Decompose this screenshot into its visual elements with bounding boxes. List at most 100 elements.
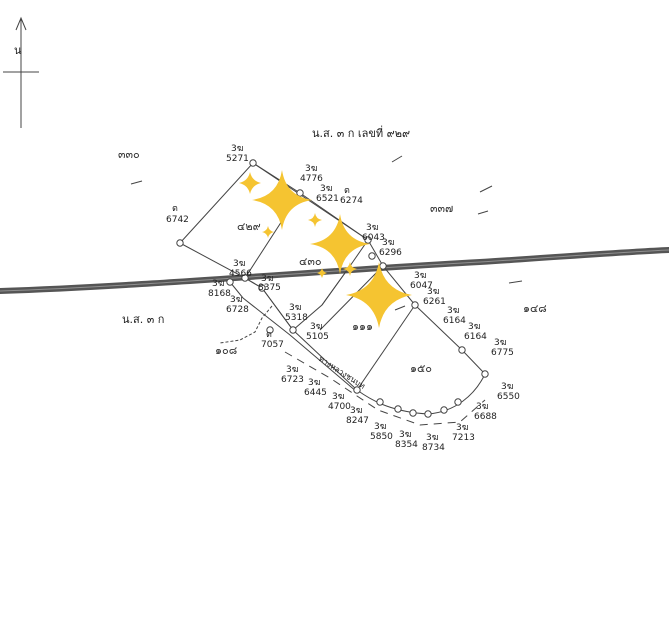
pin [411,301,419,309]
marker-code: 6728 [226,305,249,315]
pin [394,405,402,413]
sparkle-decorations [239,170,412,328]
parcel-330: ๓๓๐ [118,148,140,161]
marker-prefix: 3ฆ [501,382,513,392]
parcel-430: ๔๓๐ [299,255,322,268]
marker-code: 6296 [379,248,402,258]
pin [296,189,304,197]
marker-code: 8734 [422,443,445,453]
marker-prefix: 3ฆ [427,287,439,297]
marker-prefix: 3ฆ [350,406,362,416]
sparkle-icon [252,170,312,230]
marker-code: 6164 [443,316,466,326]
parcel-429: ๔๒๙ [237,220,261,233]
sparkle-icon [308,213,322,227]
marker-code: 5850 [370,432,393,442]
marker-prefix: 3ฆ [476,402,488,412]
marker-prefix: 3ฆ [447,306,459,316]
marker-code: 6047 [410,281,433,291]
marker-code: 8375 [258,283,281,293]
pin [458,346,466,354]
marker-code: 7213 [452,433,475,443]
marker-prefix: 3ฆ [286,365,298,375]
marker-prefix: 3ฆ [468,322,480,332]
marker-prefix: 3ฆ [289,303,301,313]
marker-prefix: 3ฆ [374,422,386,432]
marker-prefix: 3ฆ [212,279,224,289]
marker-code: 6775 [491,348,514,358]
pin [266,326,274,334]
marker-code: 8247 [346,416,369,426]
parcel-150: ๑๕๐ [410,362,432,375]
marker-code: 6723 [281,375,304,385]
marker-code: 6742 [166,215,189,225]
parcel-108: ๑๐๘ [215,344,237,357]
pin [376,398,384,406]
marker-prefix: 3ฆ [456,423,468,433]
marker-prefix: 3ฆ [261,274,273,284]
pin [289,326,297,334]
marker-code: 8168 [208,289,231,299]
pin [249,159,257,167]
marker-prefix: 3ฆ [230,295,242,305]
pin [424,410,432,418]
sparkle-icon [262,226,274,238]
pin [353,386,361,394]
highway-band [0,247,669,294]
top-deed-title: น.ส. ๓ ก เลขที่ ๙๒๙ [312,125,410,140]
pin [454,398,462,406]
marker-prefix: 3ฆ [320,184,332,194]
marker-prefix: 3ฆ [310,322,322,332]
marker-code: 5105 [306,332,329,342]
marker-code: 8354 [395,440,418,450]
pin [440,406,448,414]
parcel-337: ๓๓๗ [430,202,453,215]
marker-prefix: 3ฆ [305,164,317,174]
parcel-111: ๑๑๑ [352,320,373,333]
marker-code: 4700 [328,402,351,412]
marker-prefix: 3ฆ [494,338,506,348]
pin [258,284,266,292]
marker-prefix: ต [172,204,178,214]
marker-prefix: 3ฆ [382,238,394,248]
marker-prefix: ต [344,186,350,196]
pin [379,262,387,270]
marker-code: 6261 [423,297,446,307]
marker-prefix: 3ฆ [426,433,438,443]
marker-code: 6445 [304,388,327,398]
north-arrow: น [3,16,39,128]
marker-code: 4776 [300,174,323,184]
marker-code: 7057 [261,340,284,350]
marker-prefix: 3ฆ [332,392,344,402]
marker-code: 6550 [497,392,520,402]
left-deed-title: น.ส. ๓ ก [122,313,164,326]
marker-code: 6274 [340,196,363,206]
sparkle-icon [239,172,261,194]
marker-prefix: 3ฆ [399,430,411,440]
marker-code: 6043 [362,233,385,243]
north-label: น [14,44,22,57]
sparkle-icon [343,262,357,276]
marker-prefix: 3ฆ [414,271,426,281]
parcel-148: ๑๔๘ [523,302,547,315]
pin [364,236,372,244]
marker-code: 4566 [229,269,252,279]
marker-prefix: 3ฆ [233,259,245,269]
marker-code: 5318 [285,313,308,323]
pin [368,252,376,260]
marker-prefix: 3ฆ [231,144,243,154]
marker-prefix: 3ฆ [308,378,320,388]
marker-code: 6164 [464,332,487,342]
marker-code: 5271 [226,154,249,164]
marker-labels: 3ฆ 5271 3ฆ 4776 3ฆ 6521 ต 6274 ต 6742 3ฆ… [166,144,520,453]
sparkle-icon [317,268,327,278]
marker-code: 6688 [474,412,497,422]
marker-prefix: 3ฆ [366,223,378,233]
sparkle-icon [310,214,370,274]
marker-code: 6521 [316,194,339,204]
pin [409,409,417,417]
sparkle-icon [346,262,412,328]
pin [226,278,234,286]
pin [241,274,249,282]
